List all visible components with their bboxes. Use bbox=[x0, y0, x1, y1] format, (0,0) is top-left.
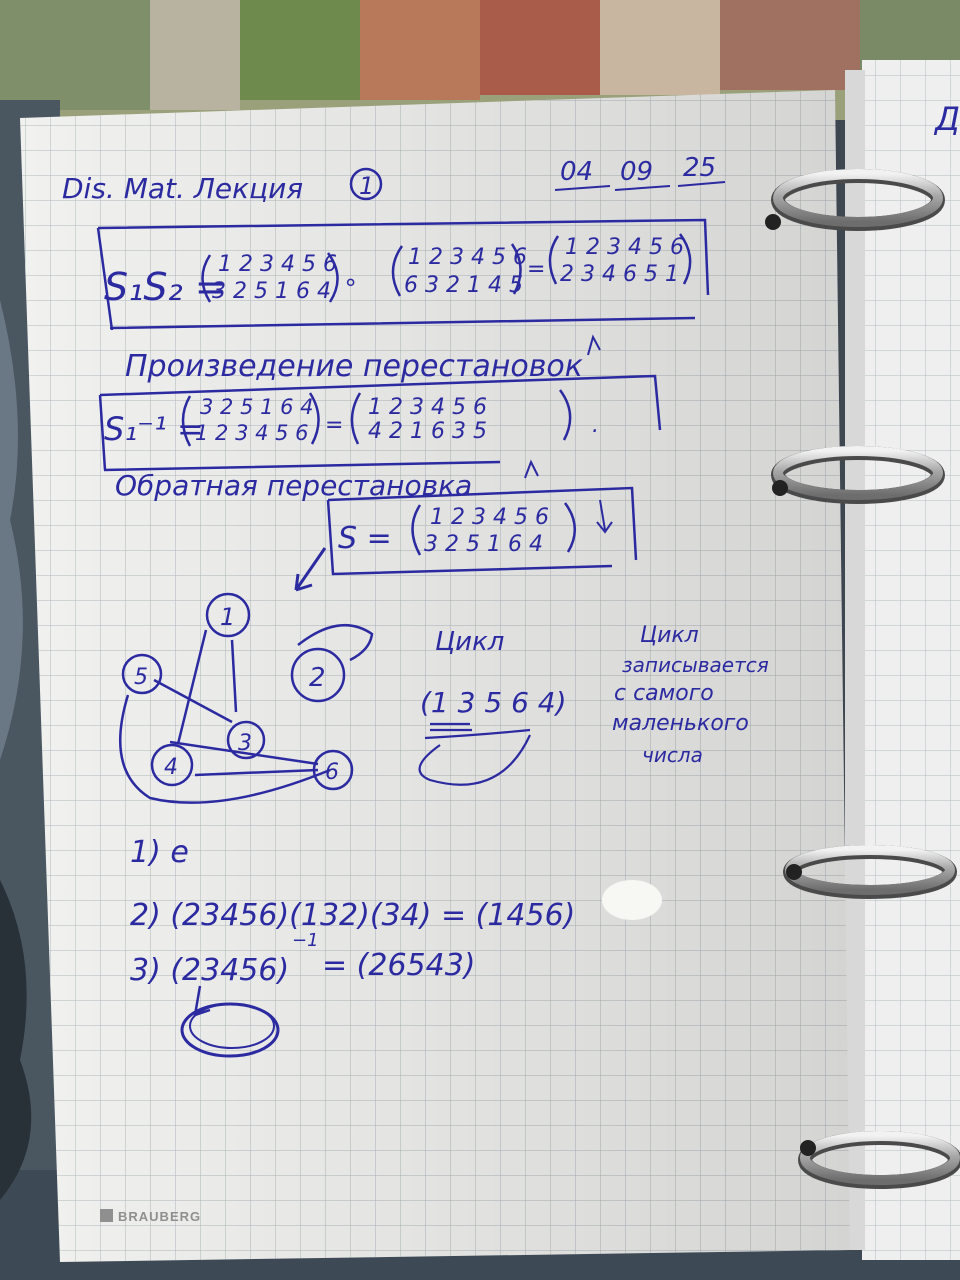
ring-4 bbox=[798, 1131, 960, 1189]
lecture-title: Dis. Mat. Лекция bbox=[62, 172, 303, 205]
graph-node-1: 1 bbox=[205, 592, 251, 638]
handwriting: Dis. Mat. Лекция 1 04 09 25 S₁S₂ = 1 2 3… bbox=[62, 153, 769, 1058]
inverse-m1-bottom: 1 2 3 4 5 6 bbox=[195, 421, 309, 445]
product-m2-top: 1 2 3 4 5 6 bbox=[408, 245, 527, 270]
product-prefix: S₁S₂ = bbox=[104, 265, 227, 309]
lecture-number-circle bbox=[349, 167, 383, 201]
graph-node-6: 6 bbox=[312, 749, 354, 791]
brand-logo: BRAUBERG bbox=[118, 1209, 201, 1224]
exercise-1: 1) e bbox=[130, 835, 189, 870]
ring-1 bbox=[765, 169, 945, 231]
exercise-3-left: 3) (23456) bbox=[130, 953, 289, 988]
date-month: 09 bbox=[620, 157, 653, 187]
svg-text:с самого: с самого bbox=[614, 681, 714, 706]
exercise-2: 2) (23456)(132)(34) = (1456) bbox=[130, 898, 575, 933]
graph-node-5: 5 bbox=[121, 653, 163, 695]
product-m1-bottom: 3 2 5 1 6 4 bbox=[212, 279, 331, 304]
product-box bbox=[97, 218, 710, 330]
graph-node-4: 4 bbox=[150, 743, 194, 787]
inverse-m1-top: 3 2 5 1 6 4 bbox=[200, 395, 314, 419]
svg-text:6: 6 bbox=[325, 760, 339, 785]
svg-text:Цикл: Цикл bbox=[640, 623, 699, 648]
product-m3-bottom: 2 3 4 6 5 1 bbox=[560, 262, 679, 287]
left-page: BRAUBERG bbox=[20, 90, 850, 1262]
product-operator: ∘ bbox=[343, 268, 358, 296]
product-m2-bottom: 6 3 2 1 4 5 bbox=[404, 273, 523, 298]
svg-text:.: . bbox=[592, 413, 599, 438]
product-caption: Произведение перестановок bbox=[125, 349, 583, 384]
cycle-label: Цикл bbox=[435, 627, 504, 657]
product-m3-top: 1 2 3 4 5 6 bbox=[565, 235, 684, 260]
inverse-m2-bottom: 4 2 1 6 3 5 bbox=[368, 419, 487, 444]
svg-text:=: = bbox=[527, 257, 545, 282]
right-page: Д bbox=[845, 60, 960, 1260]
cycle-graph: 1 2 3 4 5 6 bbox=[118, 592, 374, 804]
graph-node-2: 2 bbox=[290, 647, 346, 703]
permutation-box bbox=[326, 486, 638, 576]
svg-text:числа: числа bbox=[642, 743, 703, 767]
svg-text:=: = bbox=[325, 413, 343, 438]
exercise-3-right: = (26543) bbox=[322, 948, 476, 983]
svg-text:маленького: маленького bbox=[612, 711, 749, 736]
exercise-3-exponent: −1 bbox=[292, 930, 319, 951]
svg-text:2: 2 bbox=[309, 663, 326, 693]
inverse-m2-top: 1 2 3 4 5 6 bbox=[368, 395, 487, 420]
binder-rings bbox=[765, 169, 960, 1189]
svg-text:3: 3 bbox=[238, 731, 252, 756]
cycle-note: Цикл записывается с самого маленького чи… bbox=[612, 623, 769, 767]
inverse-box bbox=[99, 374, 662, 472]
arrow-to-graph bbox=[294, 547, 327, 592]
lecture-number: 1 bbox=[359, 172, 374, 200]
svg-text:1: 1 bbox=[220, 603, 235, 631]
product-m1-top: 1 2 3 4 5 6 bbox=[218, 252, 337, 277]
graph-node-3: 3 bbox=[226, 720, 266, 760]
svg-text:записывается: записывается bbox=[622, 653, 769, 677]
date-year: 25 bbox=[683, 153, 716, 183]
permutation-bottom: 3 2 5 1 6 4 bbox=[424, 532, 543, 557]
date-day: 04 bbox=[560, 157, 593, 187]
permutation-prefix: S = bbox=[338, 521, 392, 556]
svg-text:4: 4 bbox=[164, 755, 178, 780]
ring-2 bbox=[771, 446, 945, 504]
svg-text:5: 5 bbox=[134, 665, 148, 690]
cycle-notation: (1 3 5 6 4) bbox=[420, 686, 567, 719]
correction-fluid bbox=[602, 880, 662, 920]
ring-3 bbox=[783, 845, 957, 899]
svg-text:Д: Д bbox=[933, 100, 960, 138]
permutation-top: 1 2 3 4 5 6 bbox=[430, 505, 549, 530]
